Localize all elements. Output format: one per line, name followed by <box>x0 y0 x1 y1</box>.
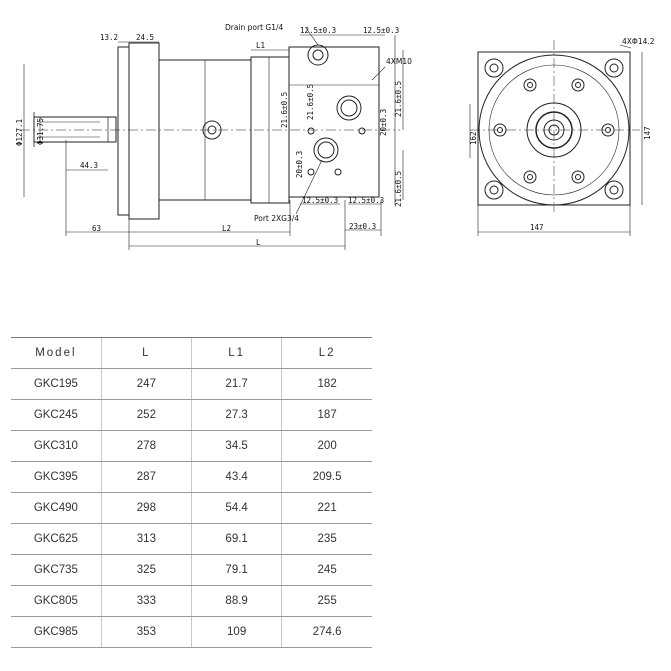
cell-model: GKC395 <box>11 461 102 493</box>
dim-24-5: 24.5 <box>136 33 154 42</box>
dim-147-width: 147 <box>530 223 544 232</box>
cell-l: 298 <box>100 492 192 524</box>
cell-l1: 88.9 <box>190 585 282 617</box>
cell-l: 353 <box>100 616 192 648</box>
dim-21-6-d: 21.6±0.5 <box>394 171 403 207</box>
cell-l2: 255 <box>281 585 372 617</box>
table-row: GKC490 298 54.4 221 <box>11 492 372 524</box>
table-row: GKC245 252 27.3 187 <box>11 399 372 431</box>
header-l1: L1 <box>190 337 282 369</box>
dim-12-5-top: 12.5±0.3 <box>300 26 336 35</box>
table-row: GKC310 278 34.5 200 <box>11 430 372 462</box>
valve-block <box>288 46 380 198</box>
dim-23: 23±0.3 <box>349 222 376 231</box>
shaft <box>33 116 117 143</box>
dimension-table: Model L L1 L2 GKC195 247 21.7 182 GKC245… <box>11 337 372 648</box>
dim-21-6-c: 21.6±0.5 <box>394 81 403 117</box>
front-view-flange <box>477 51 631 206</box>
dim-phi127: Φ127.1 <box>15 119 24 146</box>
cell-l2: 209.5 <box>281 461 372 493</box>
dim-12-5-top2: 12.5±0.3 <box>363 26 399 35</box>
dim-phi31: Φ31.75 <box>36 118 45 145</box>
cell-model: GKC985 <box>11 616 102 648</box>
dim-147-height: 147 <box>643 126 652 140</box>
cell-l: 247 <box>100 368 192 400</box>
header-l: L <box>100 337 192 369</box>
table-header-row: Model L L1 L2 <box>11 337 372 369</box>
cell-l2: 274.6 <box>281 616 372 648</box>
drain-port-label: Drain port G1/4 <box>225 23 284 32</box>
table-row: GKC735 325 79.1 245 <box>11 554 372 586</box>
cell-l: 278 <box>100 430 192 462</box>
port-label: Port 2XG3/4 <box>254 214 299 223</box>
cell-l1: 43.4 <box>190 461 282 493</box>
cell-l1: 69.1 <box>190 523 282 555</box>
cell-l1: 109 <box>190 616 282 648</box>
bolt-holes-side-label: 4XM10 <box>386 57 412 66</box>
header-model: Model <box>11 337 102 369</box>
cell-l2: 221 <box>281 492 372 524</box>
dim-44-3: 44.3 <box>80 161 98 170</box>
cell-l: 325 <box>100 554 192 586</box>
cell-l1: 21.7 <box>190 368 282 400</box>
cell-model: GKC490 <box>11 492 102 524</box>
cell-l: 252 <box>100 399 192 431</box>
cell-l2: 245 <box>281 554 372 586</box>
bolt-holes-front-label: 4XΦ14.2 <box>622 37 655 46</box>
dim-l1: L1 <box>256 41 265 50</box>
cell-model: GKC625 <box>11 523 102 555</box>
dim-20-b: 20±0.3 <box>379 109 388 136</box>
dim-21-6-a: 21.6±0.5 <box>306 84 315 120</box>
dim-21-6-b: 21.6±0.5 <box>280 92 289 128</box>
cell-model: GKC195 <box>11 368 102 400</box>
cell-l2: 182 <box>281 368 372 400</box>
cell-l: 313 <box>100 523 192 555</box>
drain-port-circle <box>307 44 329 66</box>
table-row: GKC395 287 43.4 209.5 <box>11 461 372 493</box>
cell-model: GKC805 <box>11 585 102 617</box>
cell-l1: 27.3 <box>190 399 282 431</box>
cell-l2: 187 <box>281 399 372 431</box>
dim-l: L <box>256 238 261 247</box>
dim-20-a: 20±0.3 <box>295 151 304 178</box>
cell-l2: 235 <box>281 523 372 555</box>
dim-l2: L2 <box>222 224 231 233</box>
cell-l1: 79.1 <box>190 554 282 586</box>
table-row: GKC195 247 21.7 182 <box>11 368 372 400</box>
dim-13-2: 13.2 <box>100 33 118 42</box>
cell-l: 287 <box>100 461 192 493</box>
dim-162: 162 <box>469 131 478 145</box>
dim-12-5-bot: 12.5±0.3 <box>302 196 338 205</box>
cell-l: 333 <box>100 585 192 617</box>
header-l2: L2 <box>281 337 372 369</box>
motor-dimension-drawing: Drain port G1/4 Port 2XG3/4 4XM10 4XΦ14.… <box>15 23 655 250</box>
table-row: GKC985 353 109 274.6 <box>11 616 372 648</box>
dim-12-5-bot2: 12.5±0.3 <box>348 196 384 205</box>
table-row: GKC805 333 88.9 255 <box>11 585 372 617</box>
cell-model: GKC245 <box>11 399 102 431</box>
dim-63: 63 <box>92 224 101 233</box>
table-row: GKC625 313 69.1 235 <box>11 523 372 555</box>
cell-l2: 200 <box>281 430 372 462</box>
cell-model: GKC310 <box>11 430 102 462</box>
mounting-flange <box>117 46 130 216</box>
cell-model: GKC735 <box>11 554 102 586</box>
cell-l1: 34.5 <box>190 430 282 462</box>
cell-l1: 54.4 <box>190 492 282 524</box>
